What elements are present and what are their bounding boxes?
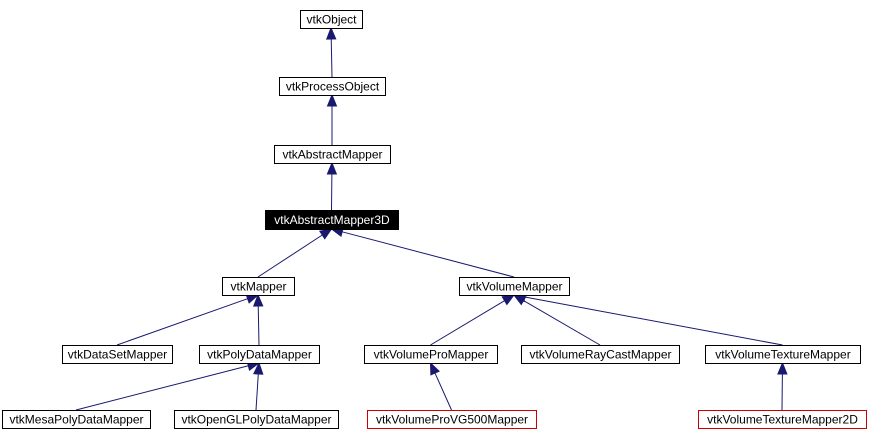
class-node-vtk-abstract-mapper3-d: vtkAbstractMapper3D (265, 210, 399, 230)
edge-vtk-volume-pro-mapper-to-vtk-volume-mapper (430, 300, 505, 346)
class-box (265, 210, 399, 230)
class-label: vtkAbstractMapper3D (274, 213, 390, 227)
edge-vtk-mesa-poly-data-mapper-to-vtk-poly-data-mapper (75, 365, 249, 411)
class-node-vtk-volume-pro-vg500-mapper[interactable]: vtkVolumeProVG500Mapper (367, 410, 537, 429)
arrowhead-icon (501, 294, 516, 306)
class-label: vtkVolumeMapper (466, 280, 562, 294)
arrowhead-icon (325, 26, 337, 40)
class-label: vtkVolumeProVG500Mapper (376, 413, 528, 427)
class-label: vtkVolumeRayCastMapper (529, 348, 671, 362)
class-node-vtk-volume-texture-mapper2-d[interactable]: vtkVolumeTextureMapper2D (698, 410, 867, 429)
class-label: vtkVolumeTextureMapper2D (707, 413, 858, 427)
class-box (199, 345, 320, 364)
arrowhead-icon (319, 228, 333, 240)
edge-vtk-volume-pro-vg500-mapper-to-vtk-volume-pro-mapper (434, 372, 452, 411)
class-label: vtkAbstractMapper (282, 148, 382, 162)
class-box (521, 345, 680, 364)
edge-vtk-process-object-to-vtk-object (330, 38, 333, 78)
edge-vtk-poly-data-mapper-to-vtk-mapper (257, 305, 260, 346)
class-node-vtk-object[interactable]: vtkObject (300, 10, 363, 29)
edge-vtk-data-set-mapper-to-vtk-mapper (116, 298, 248, 346)
edge-vtk-open-gl-poly-data-mapper-to-vtk-poly-data-mapper (255, 373, 259, 411)
arrowhead-icon (429, 361, 440, 376)
class-label: vtkOpenGLPolyDataMapper (181, 413, 331, 427)
class-node-vtk-mapper[interactable]: vtkMapper (222, 277, 295, 296)
class-label: vtkMesaPolyDataMapper (9, 413, 143, 427)
class-box (62, 345, 173, 364)
class-label: vtkVolumeProMapper (374, 348, 489, 362)
arrowhead-icon (253, 361, 264, 375)
class-box (2, 410, 151, 429)
class-label: vtkProcessObject (286, 80, 380, 94)
class-box (274, 145, 391, 164)
edge-vtk-volume-texture-mapper-to-vtk-volume-mapper (524, 296, 783, 346)
arrowhead-icon (777, 361, 788, 375)
class-node-vtk-process-object[interactable]: vtkProcessObject (279, 77, 386, 96)
arrowhead-icon (326, 161, 338, 175)
class-box (705, 345, 861, 364)
class-box (698, 410, 867, 429)
class-box (279, 77, 386, 96)
class-label: vtkMapper (230, 280, 286, 294)
class-box (367, 410, 537, 429)
class-nodes: vtkObject vtkProcessObject vtkAbstractMapp… (2, 10, 867, 429)
arrowhead-icon (326, 93, 338, 107)
class-box (300, 10, 363, 29)
class-label: vtkVolumeTextureMapper (715, 348, 850, 362)
class-node-vtk-abstract-mapper[interactable]: vtkAbstractMapper (274, 145, 391, 164)
class-box (174, 410, 339, 429)
class-node-vtk-data-set-mapper[interactable]: vtkDataSetMapper (62, 345, 173, 364)
edge-vtk-volume-ray-cast-mapper-to-vtk-volume-mapper (523, 300, 601, 346)
class-node-vtk-volume-pro-mapper[interactable]: vtkVolumeProMapper (364, 345, 498, 364)
class-box (364, 345, 498, 364)
class-node-vtk-volume-texture-mapper[interactable]: vtkVolumeTextureMapper (705, 345, 861, 364)
class-label: vtkObject (306, 13, 357, 27)
class-node-vtk-open-gl-poly-data-mapper[interactable]: vtkOpenGLPolyDataMapper (174, 410, 339, 429)
edge-vtk-mapper-to-vtk-abstract-mapper3-d (257, 234, 323, 278)
class-box (222, 277, 295, 296)
arrowhead-icon (252, 293, 264, 307)
class-node-vtk-volume-ray-cast-mapper[interactable]: vtkVolumeRayCastMapper (521, 345, 680, 364)
class-box (459, 277, 570, 296)
edge-vtk-volume-mapper-to-vtk-abstract-mapper3-d (342, 231, 515, 278)
class-label: vtkDataSetMapper (68, 348, 167, 362)
class-node-vtk-volume-mapper[interactable]: vtkVolumeMapper (459, 277, 570, 296)
class-node-vtk-mesa-poly-data-mapper[interactable]: vtkMesaPolyDataMapper (2, 410, 151, 429)
class-label: vtkPolyDataMapper (207, 348, 312, 362)
class-node-vtk-poly-data-mapper[interactable]: vtkPolyDataMapper (199, 345, 320, 364)
